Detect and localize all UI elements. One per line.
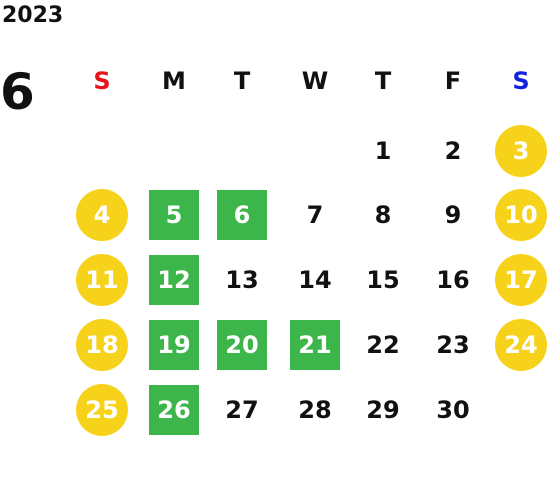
day-3[interactable]: 3 [495, 125, 547, 177]
day-19[interactable]: 19 [149, 320, 199, 370]
day-25[interactable]: 25 [76, 384, 128, 436]
day-2[interactable]: 2 [444, 137, 462, 165]
day-8[interactable]: 8 [374, 201, 392, 229]
day-29[interactable]: 29 [366, 396, 400, 424]
day-12[interactable]: 12 [149, 255, 199, 305]
day-21[interactable]: 21 [290, 320, 340, 370]
day-24[interactable]: 24 [495, 319, 547, 371]
day-15[interactable]: 15 [366, 266, 400, 294]
weekday-monday: M [162, 67, 186, 95]
day-17[interactable]: 17 [495, 254, 547, 306]
day-1[interactable]: 1 [374, 137, 392, 165]
day-5[interactable]: 5 [149, 190, 199, 240]
day-14[interactable]: 14 [298, 266, 332, 294]
day-27[interactable]: 27 [225, 396, 259, 424]
weekday-thursday: T [374, 67, 392, 95]
day-4[interactable]: 4 [76, 189, 128, 241]
weekday-tuesday: T [233, 67, 251, 95]
day-18[interactable]: 18 [76, 319, 128, 371]
day-9[interactable]: 9 [444, 201, 462, 229]
day-6[interactable]: 6 [217, 190, 267, 240]
calendar-month: 6 [0, 63, 35, 121]
weekday-friday: F [444, 67, 462, 95]
day-10[interactable]: 10 [495, 189, 547, 241]
day-30[interactable]: 30 [436, 396, 470, 424]
day-16[interactable]: 16 [436, 266, 470, 294]
day-23[interactable]: 23 [436, 331, 470, 359]
day-11[interactable]: 11 [76, 254, 128, 306]
day-7[interactable]: 7 [306, 201, 324, 229]
weekday-wednesday: W [301, 67, 329, 95]
day-20[interactable]: 20 [217, 320, 267, 370]
day-22[interactable]: 22 [366, 331, 400, 359]
weekday-saturday: S [512, 67, 530, 95]
calendar-year: 2023 [2, 3, 64, 28]
day-28[interactable]: 28 [298, 396, 332, 424]
day-13[interactable]: 13 [225, 266, 259, 294]
weekday-sunday: S [93, 67, 111, 95]
day-26[interactable]: 26 [149, 385, 199, 435]
